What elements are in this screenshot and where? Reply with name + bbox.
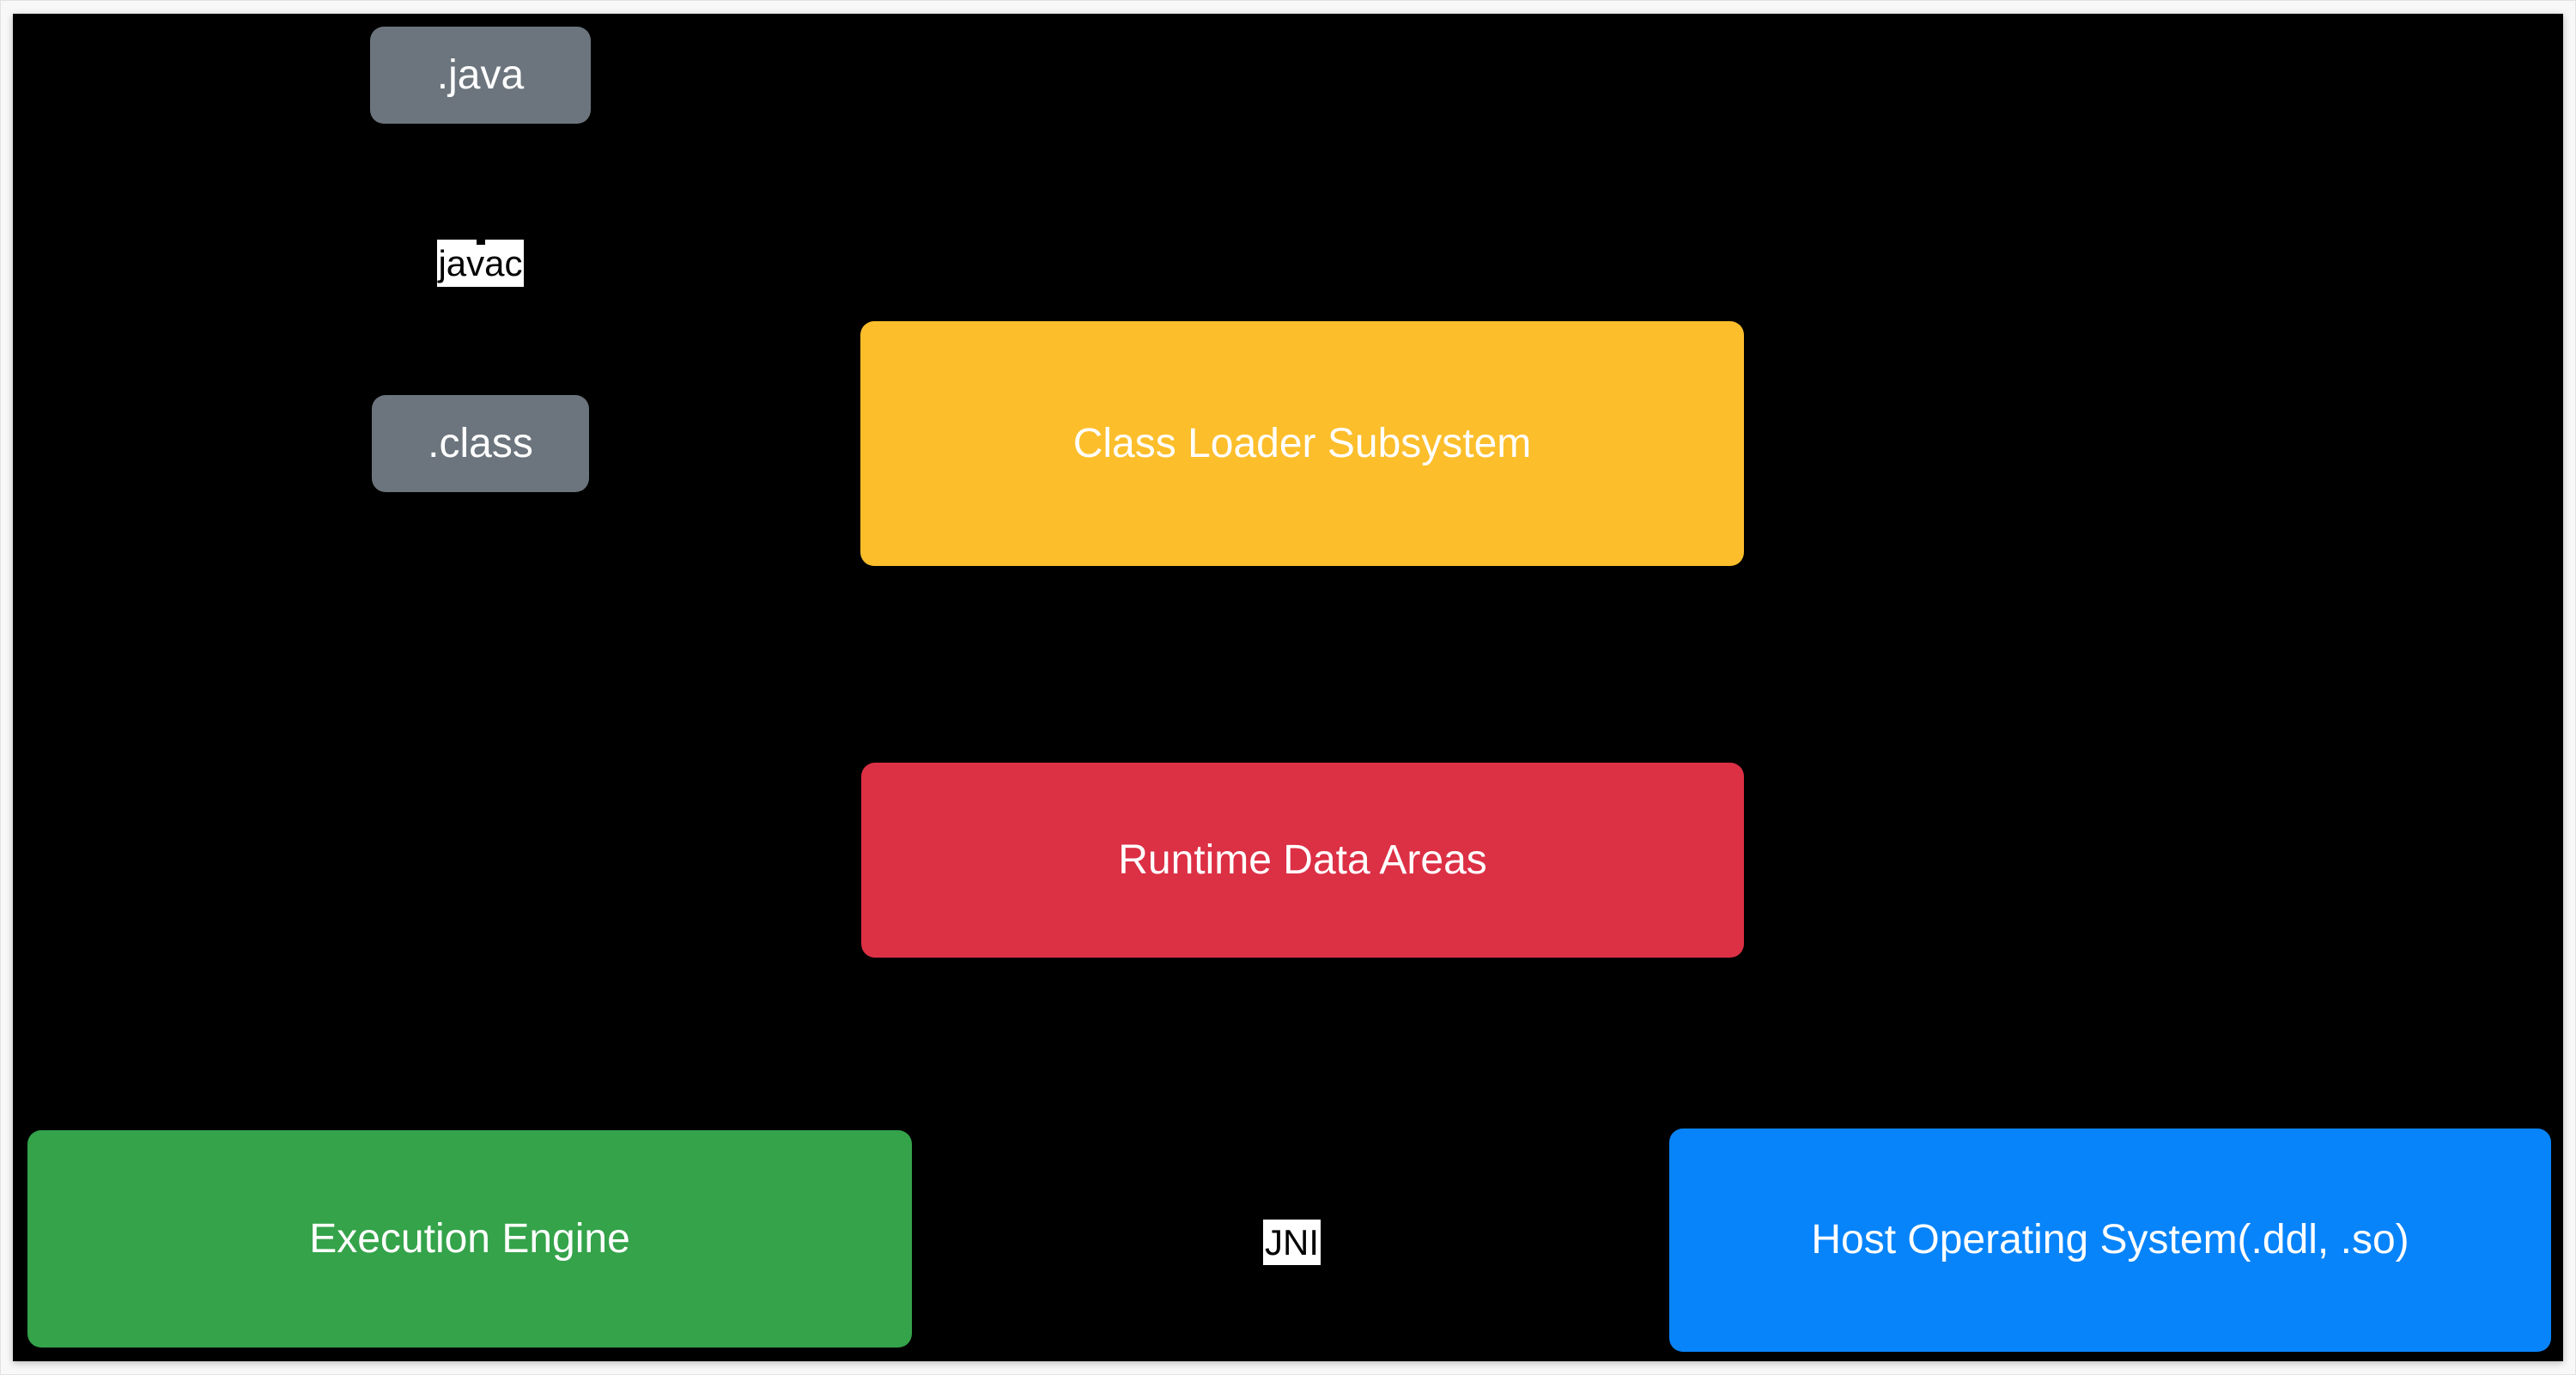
class-file-node: .class — [372, 395, 589, 492]
runtime-data-areas-label: Runtime Data Areas — [1118, 837, 1487, 883]
jni-label-chip: JNI — [1263, 1220, 1321, 1265]
runtime-data-areas-node: Runtime Data Areas — [861, 763, 1744, 958]
execution-engine-label: Execution Engine — [309, 1215, 630, 1262]
javac-label: javac — [438, 242, 523, 283]
host-operating-system-label: Host Operating System(.ddl, .so) — [1811, 1217, 2409, 1263]
class-file-label: .class — [428, 420, 533, 466]
javac-label-chip: javac — [437, 240, 524, 287]
jni-label: JNI — [1265, 1221, 1319, 1262]
diagram-canvas: .java javac .class Class Loader Subsyste… — [13, 14, 2563, 1361]
arrowhead-tip — [476, 240, 485, 245]
java-file-node: .java — [370, 27, 591, 124]
host-operating-system-node: Host Operating System(.ddl, .so) — [1669, 1129, 2551, 1352]
class-loader-subsystem-node: Class Loader Subsystem — [860, 321, 1744, 566]
execution-engine-node: Execution Engine — [27, 1130, 912, 1348]
class-loader-subsystem-label: Class Loader Subsystem — [1072, 420, 1532, 466]
java-file-label: .java — [436, 52, 525, 98]
